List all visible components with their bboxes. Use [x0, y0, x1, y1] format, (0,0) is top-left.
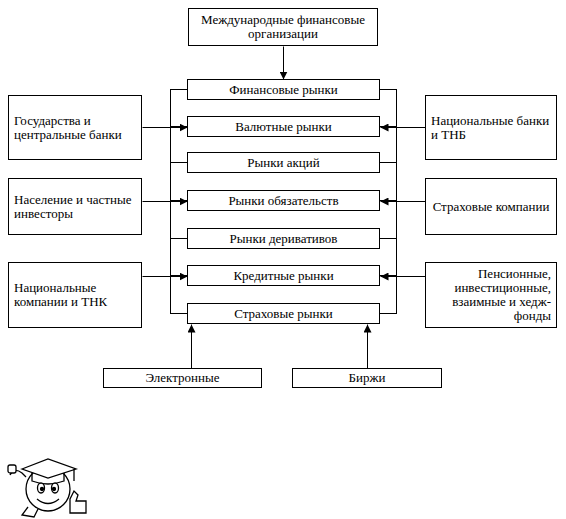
icon-face [26, 467, 70, 511]
bus-tick [170, 162, 187, 163]
market-box: Кредитные рынки [187, 265, 380, 286]
icon-smile [37, 499, 59, 504]
participant-box: Пенсионные, инвестиционные, взаимные и х… [425, 262, 557, 328]
arrow-connector [143, 127, 188, 128]
bus-tick [170, 200, 187, 201]
node-label: Страховые компании [431, 200, 551, 214]
bus-tick [380, 89, 397, 90]
participant-box: Страховые компании [425, 178, 557, 235]
bus-line [170, 89, 171, 313]
node-label: Биржи [298, 371, 436, 385]
bus-tick [380, 126, 397, 127]
platform-box: Биржи [292, 368, 442, 388]
node-label: Кредитные рынки [193, 269, 374, 283]
icon-thumb [70, 491, 86, 513]
icon-eye [38, 483, 45, 493]
bus-tick [380, 200, 397, 201]
participant-box: Население и частные инвесторы [8, 178, 142, 235]
icon-cap-base [32, 473, 64, 484]
platform-box: Электронные [103, 368, 262, 388]
node-label: Пенсионные, инвестиционные, взаимные и х… [431, 267, 551, 323]
node-label: Валютные рынки [193, 120, 374, 134]
arrow-connector [381, 276, 426, 277]
arrow-connector [283, 47, 284, 80]
icon-tassel [73, 469, 74, 481]
arrow-connector [381, 127, 426, 128]
node-label: Национальные банки и ТНБ [431, 114, 551, 142]
bus-tick [380, 162, 397, 163]
icon-hand [22, 507, 38, 517]
arrow-connector [367, 325, 368, 369]
student-icon [8, 459, 86, 517]
arrow-connector [143, 276, 188, 277]
organization-box: Международные финансовые организации [188, 8, 378, 46]
bus-tick [170, 126, 187, 127]
node-label: Финансовые рынки [193, 83, 374, 97]
bus-tick [170, 275, 187, 276]
market-box: Финансовые рынки [187, 79, 380, 100]
node-label: Национальные компании и ТНК [14, 281, 136, 309]
bus-tick [380, 313, 397, 314]
node-label: Рынки деривативов [193, 232, 374, 246]
arrow-connector [381, 201, 426, 202]
market-box: Страховые рынки [187, 303, 380, 324]
node-label: Электронные [109, 371, 256, 385]
node-label: Международные финансовые организации [194, 13, 372, 41]
node-label: Страховые рынки [193, 307, 374, 321]
icon-pupil [41, 488, 44, 491]
bus-tick [380, 275, 397, 276]
market-bus [170, 89, 397, 314]
icon-pupil [53, 488, 56, 491]
bus-tick [170, 313, 187, 314]
market-box: Валютные рынки [187, 116, 380, 137]
icon-cap [22, 459, 76, 478]
icon-eye [52, 483, 59, 493]
node-label: Рынки обязательств [193, 194, 374, 208]
market-box: Рынки обязательств [187, 190, 380, 211]
market-box: Рынки акций [187, 152, 380, 173]
participant-box: Государства и центральные банки [8, 95, 142, 160]
icon-hand [10, 470, 26, 477]
market-box: Рынки деривативов [187, 228, 380, 249]
icon-hand [8, 465, 16, 473]
participant-box: Национальные банки и ТНБ [425, 95, 557, 160]
bus-tick [170, 89, 187, 90]
arrow-connector [143, 201, 188, 202]
bus-tick [170, 238, 187, 239]
arrow-connector [191, 325, 192, 369]
bus-line [396, 89, 397, 313]
node-label: Рынки акций [193, 156, 374, 170]
participant-box: Национальные компании и ТНК [8, 262, 142, 328]
node-label: Государства и центральные банки [14, 114, 136, 142]
node-label: Население и частные инвесторы [14, 193, 136, 221]
bus-tick [380, 238, 397, 239]
